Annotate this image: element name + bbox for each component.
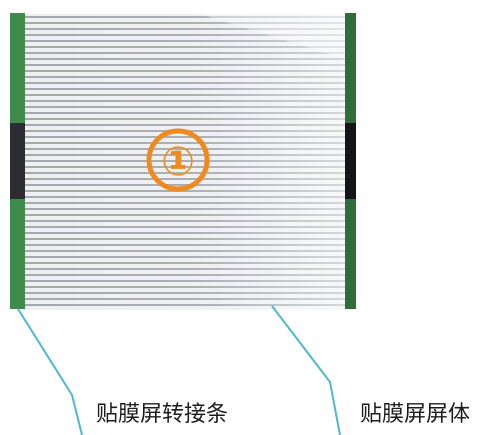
leader-line-adapter bbox=[17, 308, 83, 435]
screen-panel bbox=[22, 14, 348, 310]
right-strip-upper bbox=[345, 13, 356, 123]
screen-panel-sheen bbox=[22, 14, 348, 310]
left-strip-lower bbox=[10, 199, 25, 309]
right-strip-middle bbox=[345, 123, 356, 199]
right-strip-lower bbox=[345, 199, 356, 309]
circled-number-marker: ① bbox=[146, 128, 210, 192]
left-adapter-strip bbox=[10, 13, 25, 309]
right-adapter-strip bbox=[345, 13, 356, 309]
callout-screen-body-label: 贴膜屏屏体 bbox=[360, 402, 471, 427]
left-strip-middle bbox=[10, 123, 25, 199]
marker-text: ① bbox=[161, 139, 195, 185]
callout-adapter-strip-label: 贴膜屏转接条 bbox=[96, 402, 229, 427]
screen-panel-highlight bbox=[200, 14, 348, 60]
leader-line-panel bbox=[271, 305, 341, 435]
marker-ring bbox=[146, 128, 210, 192]
left-strip-upper bbox=[10, 13, 25, 123]
